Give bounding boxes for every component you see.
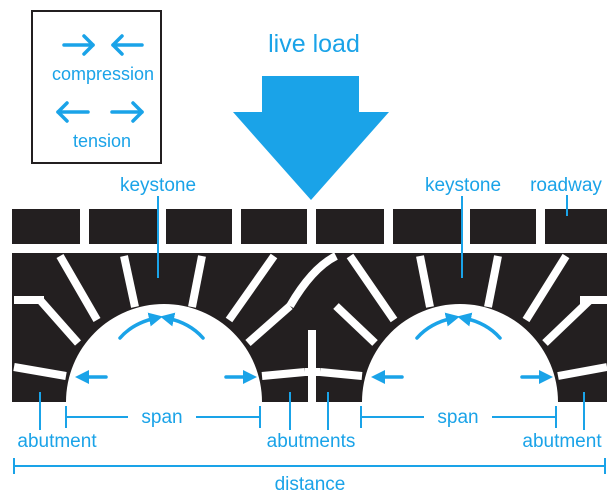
span-label-left: span (141, 407, 182, 428)
roadway (12, 209, 607, 244)
roadway-block (545, 209, 607, 244)
roadway-block (316, 209, 384, 244)
roadway-block (241, 209, 307, 244)
keystone-label-left: keystone (120, 175, 196, 196)
span-label-right: span (437, 407, 478, 428)
live-load-label: live load (268, 30, 360, 58)
mortar-joints (13, 252, 608, 402)
legend: compression tension (31, 10, 162, 164)
roadway-label: roadway (530, 175, 602, 196)
roadway-block (12, 209, 80, 244)
span-dimension-left (65, 406, 261, 428)
stone-fill (12, 253, 607, 402)
abutment-label-left: abutment (17, 431, 97, 452)
compression-arrow (415, 312, 460, 340)
roadway-block (470, 209, 536, 244)
span-dimension-right (360, 406, 557, 428)
roadway-block (89, 209, 157, 244)
compression-icon (62, 34, 144, 56)
tension-label: tension (73, 131, 131, 151)
distance-label: distance (275, 474, 346, 494)
abutment-label-right: abutment (522, 431, 602, 452)
compression-arrow (457, 312, 502, 340)
compression-arrow (118, 312, 163, 340)
abutments-label-center: abutments (267, 431, 356, 452)
arch-stonework (12, 252, 608, 402)
legend-frame (31, 10, 162, 164)
distance-dimension (13, 458, 606, 474)
compression-label: compression (52, 64, 154, 84)
roadway-block (166, 209, 232, 244)
roadway-block (393, 209, 461, 244)
compression-arrows-right (415, 312, 502, 340)
tension-icon (56, 101, 144, 123)
down-arrow-icon (233, 76, 389, 200)
keystone-label-right: keystone (425, 175, 501, 196)
leaders (39, 195, 585, 430)
compression-arrows-left (118, 312, 205, 340)
compression-arrow (160, 312, 205, 340)
